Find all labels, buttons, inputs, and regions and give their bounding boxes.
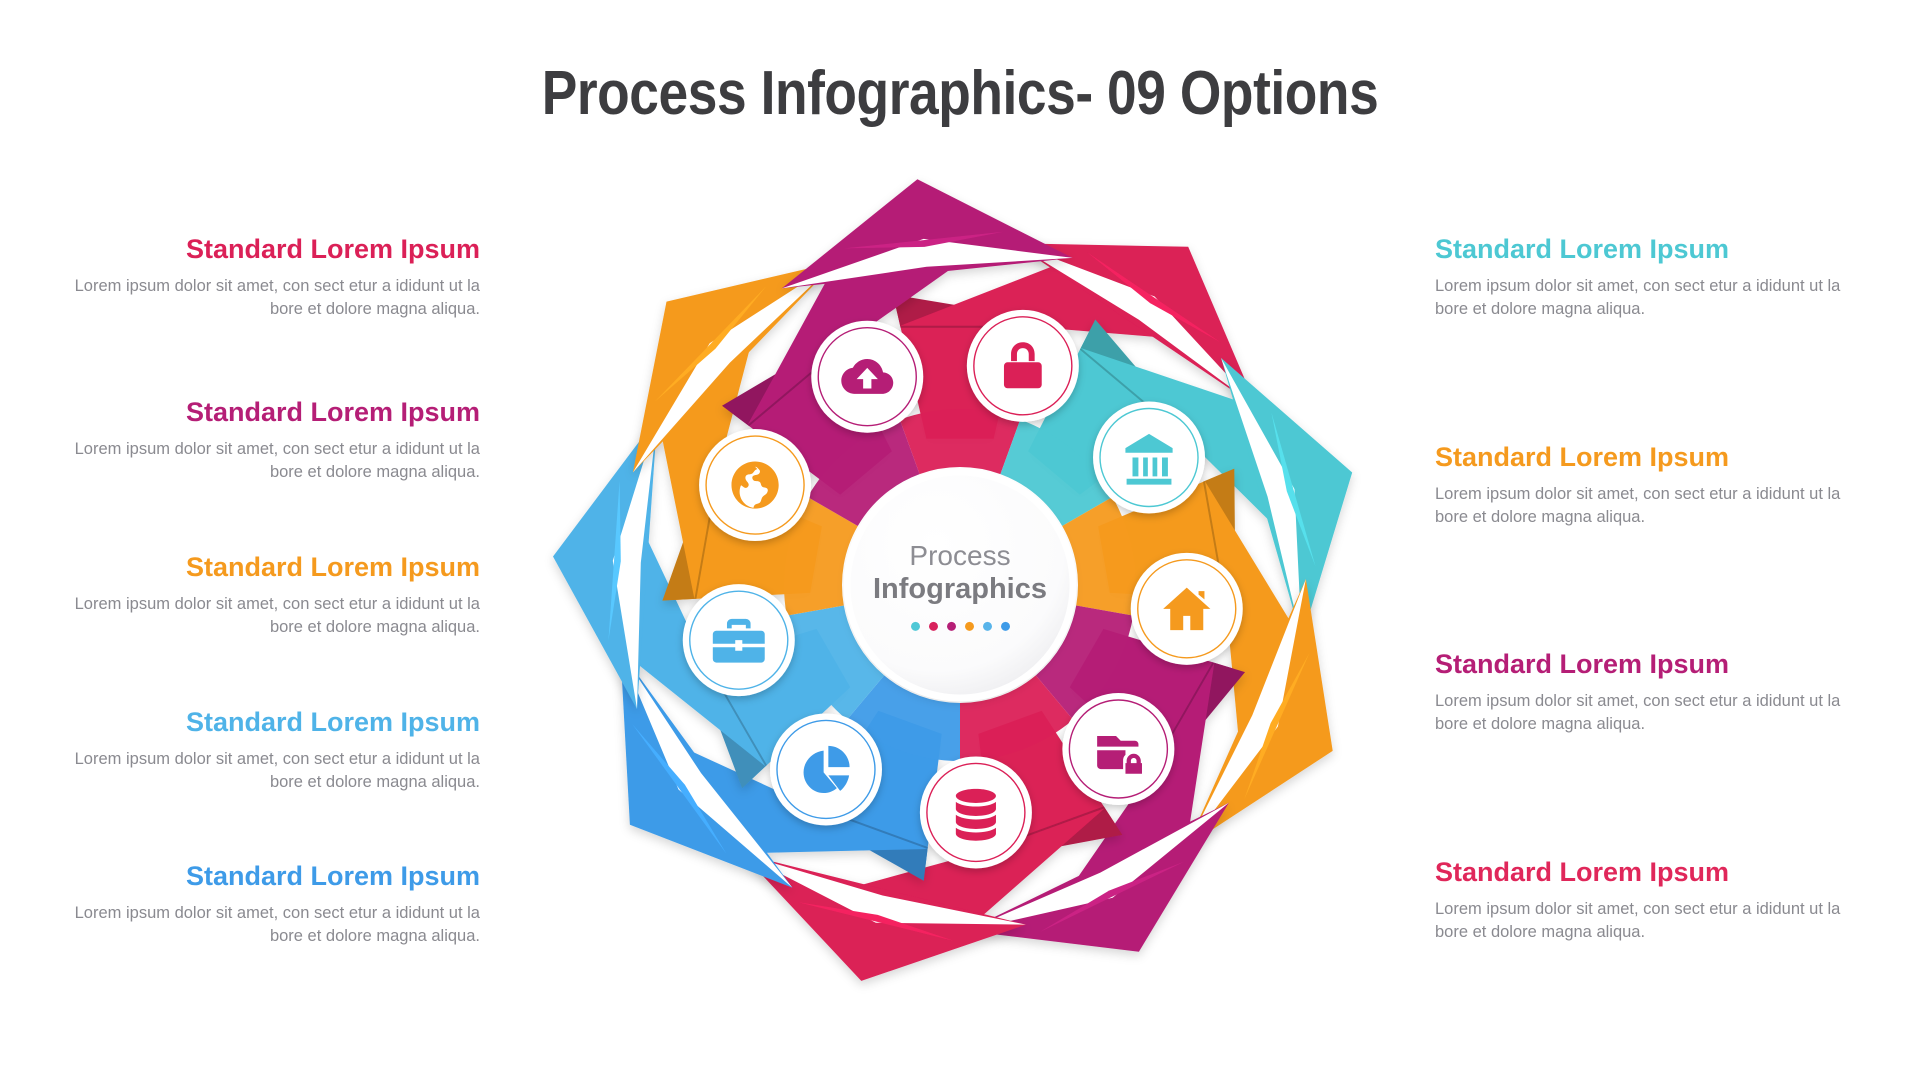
bank-icon (1125, 433, 1173, 485)
hub-ring (843, 468, 1077, 702)
right-heading-2: Standard Lorem Ipsum (1435, 442, 1730, 472)
left-heading-5: Standard Lorem Ipsum (185, 861, 480, 891)
left-body-2: Lorem ipsum dolor sit amet, con sect etu… (74, 439, 480, 482)
icon-bubble-briefcase[interactable] (682, 584, 795, 697)
ring-wedge-9 (807, 419, 920, 526)
globe-icon (731, 461, 779, 509)
right-heading-4: Standard Lorem Ipsum (1435, 857, 1730, 887)
ring-wedge-4 (1035, 605, 1134, 720)
lock-icon (1003, 342, 1042, 389)
ring-wedge-1 (899, 408, 1021, 475)
icon-bubble-folder-lock[interactable] (1062, 693, 1175, 806)
right-body-2: Lorem ipsum dolor sit amet, con sect etu… (1435, 484, 1841, 527)
bubble-outline (817, 327, 917, 427)
icon-bubble-lock[interactable] (966, 309, 1079, 422)
bubble-outline (689, 590, 789, 690)
left-body-3: Lorem ipsum dolor sit amet, con sect etu… (74, 594, 480, 637)
left-heading-1: Standard Lorem Ipsum (185, 234, 480, 264)
left-body-4: Lorem ipsum dolor sit amet, con sect etu… (74, 749, 480, 792)
left-body-5: Lorem ipsum dolor sit amet, con sect etu… (74, 903, 480, 946)
icon-bubble-bank[interactable] (1093, 401, 1206, 514)
bubble-outline (1068, 699, 1169, 799)
ring-wedge-7 (786, 605, 885, 720)
briefcase-icon (712, 618, 765, 663)
process-wheel-diagram: Process Infographics (515, 120, 1405, 1050)
left-heading-2: Standard Lorem Ipsum (185, 397, 480, 427)
cloud-upload-icon (841, 359, 894, 394)
ring-wedge-3 (1062, 497, 1136, 616)
icon-bubble-home[interactable] (1130, 552, 1243, 665)
right-body-4: Lorem ipsum dolor sit amet, con sect etu… (1435, 899, 1841, 942)
left-heading-4: Standard Lorem Ipsum (185, 707, 480, 737)
bubble-outline (1099, 407, 1199, 508)
left-body-1: Lorem ipsum dolor sit amet, con sect etu… (74, 276, 480, 319)
folder-lock-icon (1097, 736, 1142, 774)
page-title: Process Infographics- 09 Options (541, 59, 1379, 128)
hub-circle (847, 472, 1073, 698)
home-icon (1163, 587, 1211, 631)
icon-bubble-pie-chart[interactable] (769, 713, 882, 826)
icon-bubbles (682, 309, 1243, 869)
icon-bubble-globe[interactable] (699, 429, 812, 542)
left-heading-3: Standard Lorem Ipsum (185, 552, 480, 582)
icon-bubble-cloud-upload[interactable] (811, 320, 924, 433)
right-body-1: Lorem ipsum dolor sit amet, con sect etu… (1435, 276, 1841, 319)
ring-wedge-5 (960, 675, 1074, 761)
ring-wedge-6 (846, 675, 960, 761)
bubble-outline (776, 719, 876, 820)
ring-wedge-2 (1000, 419, 1113, 526)
pie-chart-icon (803, 745, 850, 794)
database-icon (955, 788, 996, 841)
right-heading-3: Standard Lorem Ipsum (1435, 649, 1730, 679)
ring-wedge-8 (784, 497, 858, 616)
bubble-outline (705, 435, 805, 535)
inner-color-ring (784, 408, 1136, 761)
icon-bubble-database[interactable] (919, 756, 1032, 869)
right-heading-1: Standard Lorem Ipsum (1435, 234, 1730, 264)
right-body-3: Lorem ipsum dolor sit amet, con sect etu… (1435, 691, 1841, 734)
wheel-svg (553, 179, 1353, 981)
